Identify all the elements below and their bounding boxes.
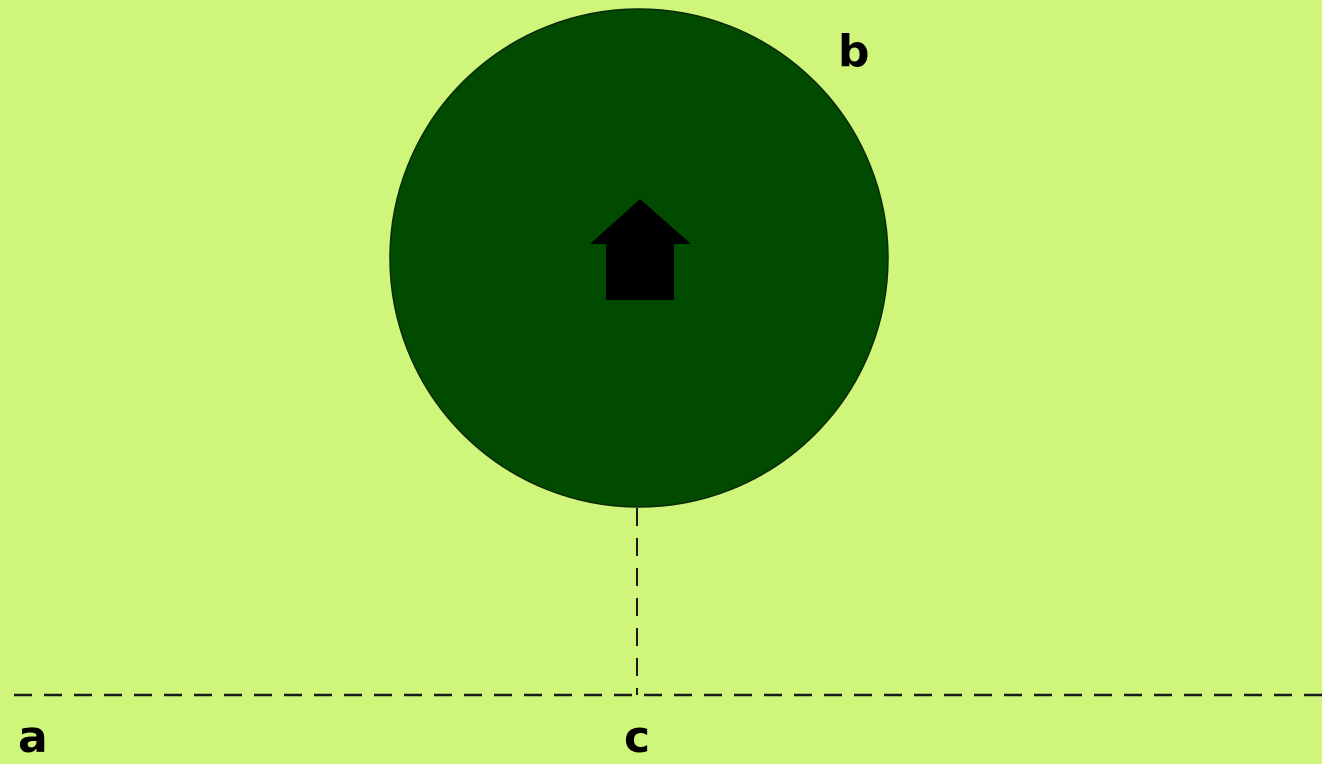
label-a: a — [18, 712, 48, 763]
house-icon — [590, 199, 691, 300]
label-b: b — [838, 26, 870, 77]
house-body — [606, 243, 674, 300]
label-c: c — [624, 712, 651, 763]
house-roof — [590, 199, 691, 244]
